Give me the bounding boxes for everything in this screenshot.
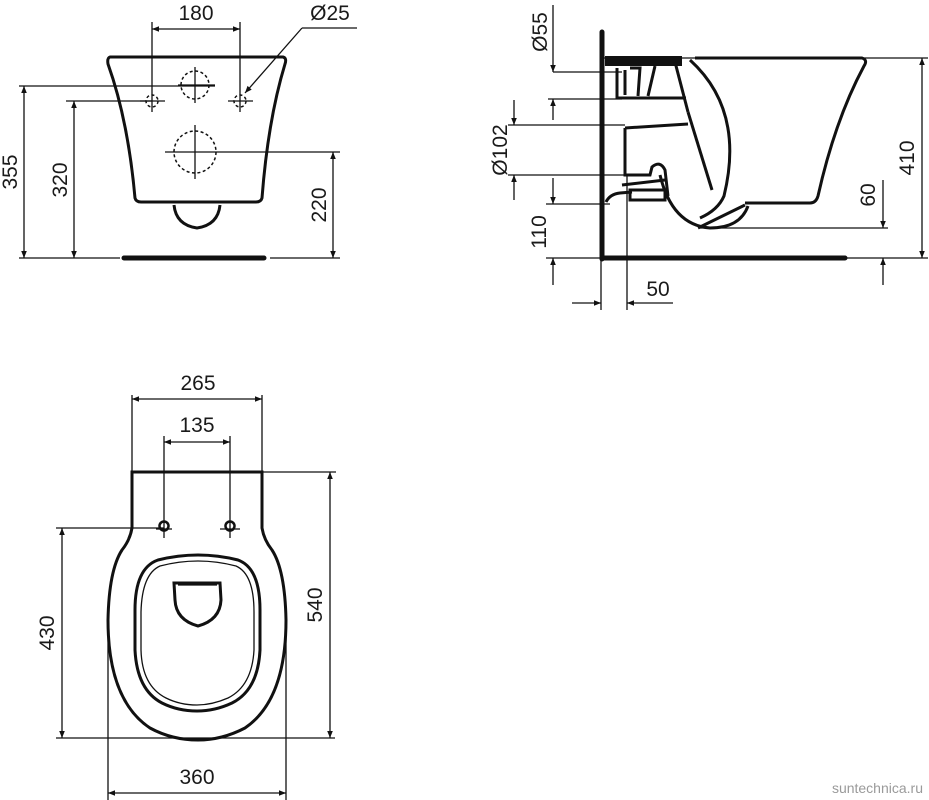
dim-180: 180 <box>178 2 213 25</box>
side-bowl-outline <box>695 56 868 205</box>
top-seat-outline <box>106 470 288 742</box>
side-bowl-arc <box>688 58 732 220</box>
front-view: 180 Ø25 355 320 220 <box>0 2 357 261</box>
watermark: suntechnica.ru <box>831 780 923 796</box>
dim-430: 430 <box>36 615 59 650</box>
side-view: Ø55 Ø102 110 50 60 410 <box>489 5 928 310</box>
dim-320: 320 <box>49 162 72 197</box>
top-bowl-drain <box>172 581 223 628</box>
dim-355: 355 <box>0 154 22 189</box>
dim-135: 135 <box>179 414 214 437</box>
dim-265: 265 <box>180 372 215 395</box>
side-bowl-bottom <box>658 174 750 230</box>
dim-outlet-diameter: Ø102 <box>489 124 512 175</box>
front-bowl-outline <box>106 55 288 204</box>
dim-110: 110 <box>528 215 551 248</box>
dim-410: 410 <box>896 140 919 175</box>
dim-60: 60 <box>857 183 880 206</box>
dim-inlet-diameter: Ø55 <box>529 12 552 52</box>
dim-360: 360 <box>179 766 214 789</box>
front-bowl-base <box>172 204 222 230</box>
top-seat-opening <box>133 553 262 713</box>
dim-220: 220 <box>308 187 331 222</box>
dim-50: 50 <box>646 278 669 301</box>
side-top-plate <box>605 56 682 66</box>
dim-540: 540 <box>304 587 327 622</box>
top-view: 265 135 430 540 360 <box>36 372 336 800</box>
dim-hole-diameter: Ø25 <box>310 2 350 25</box>
